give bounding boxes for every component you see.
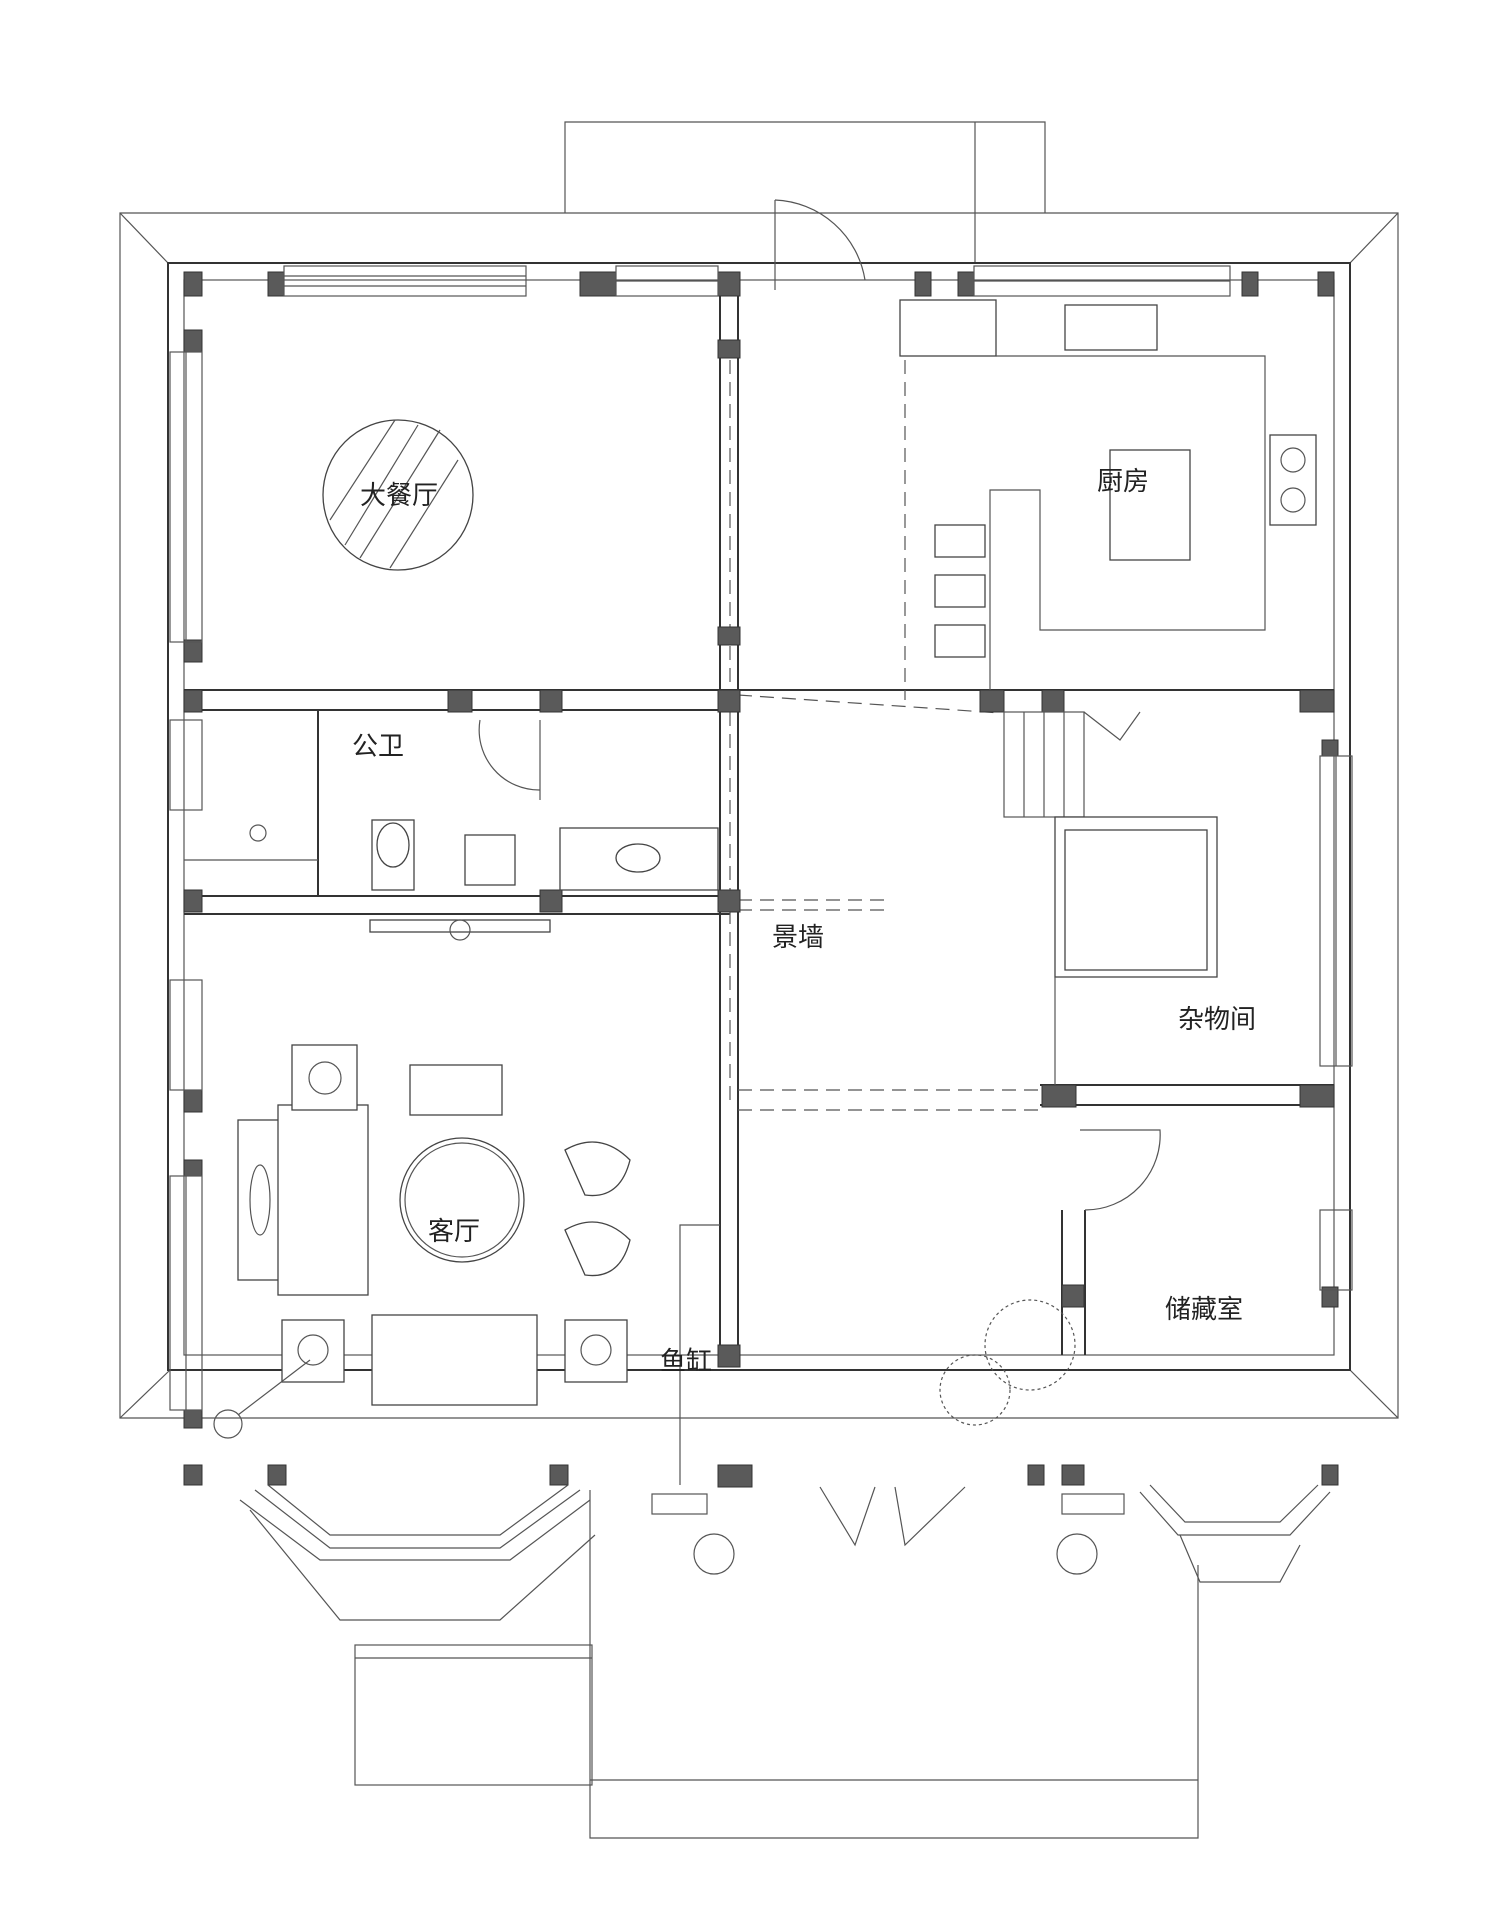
exterior-walls bbox=[167, 262, 1351, 1371]
entrance-porch bbox=[354, 1490, 1199, 1839]
label-kitchen: 厨房 bbox=[1097, 467, 1149, 497]
label-living: 客厅 bbox=[428, 1217, 480, 1247]
windows bbox=[169, 265, 1353, 1411]
label-storage: 储藏室 bbox=[1165, 1295, 1243, 1325]
doors bbox=[478, 199, 1161, 1547]
label-aquarium: 鱼缸 bbox=[660, 1347, 712, 1377]
label-public-wc: 公卫 bbox=[352, 732, 404, 762]
dining-table bbox=[322, 419, 474, 571]
stair-utility bbox=[1003, 711, 1218, 1085]
label-dining: 大餐厅 bbox=[360, 481, 438, 511]
dashed-zone-lines bbox=[729, 360, 1040, 1111]
plants bbox=[939, 1299, 1076, 1426]
living-furniture bbox=[213, 1044, 720, 1485]
roof-eave bbox=[119, 121, 1399, 1419]
structural-columns bbox=[183, 271, 1339, 1488]
label-feature-wall: 景墙 bbox=[772, 923, 824, 953]
kitchen-fittings bbox=[899, 299, 1317, 690]
wc-fittings bbox=[184, 819, 719, 941]
label-utility: 杂物间 bbox=[1178, 1005, 1256, 1035]
bay-windows bbox=[239, 1484, 1331, 1621]
